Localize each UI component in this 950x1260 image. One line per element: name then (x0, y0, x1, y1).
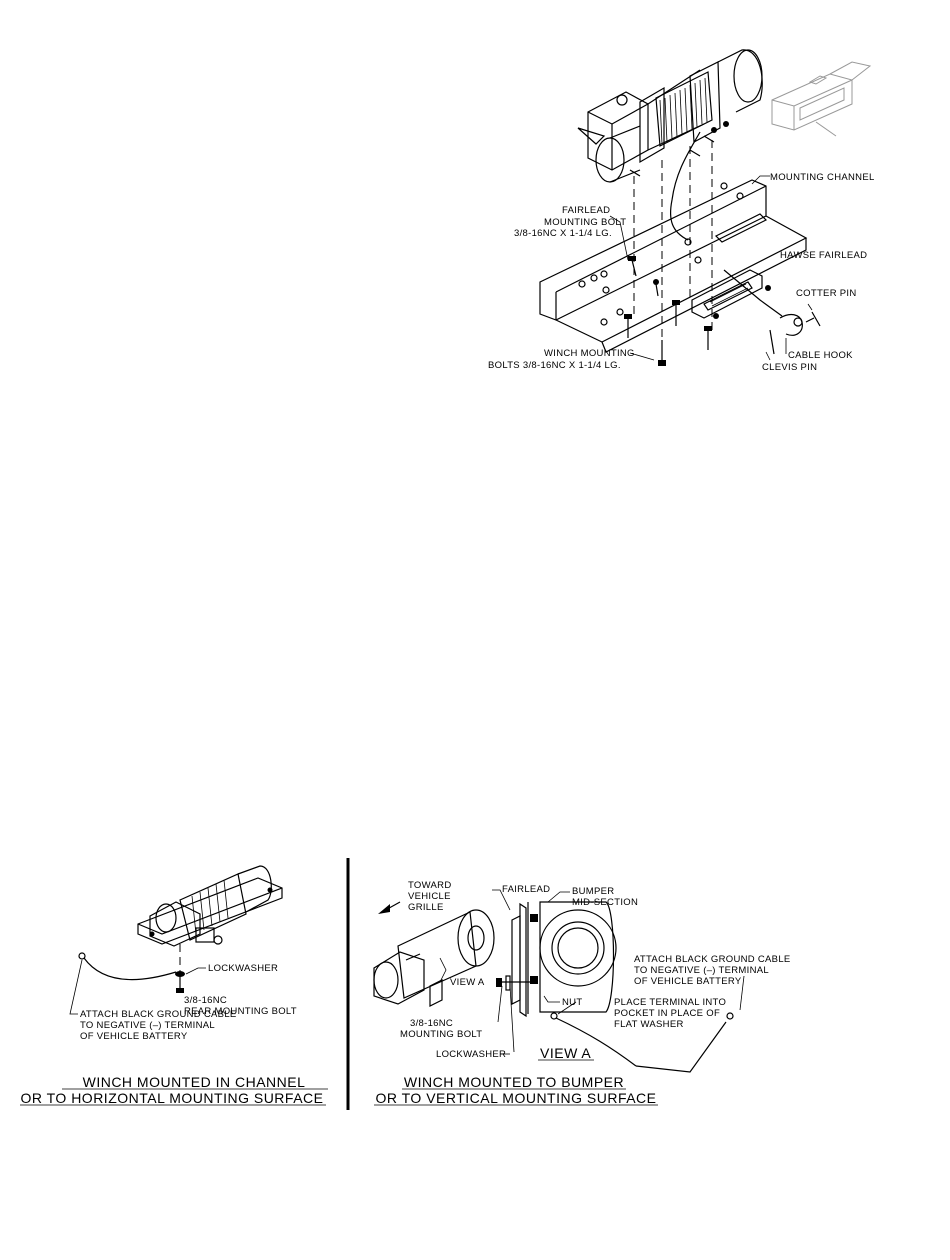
alignment-lines (633, 140, 713, 360)
right-label-place-line3: FLAT WASHER (614, 1019, 684, 1030)
right-caption-line1: WINCH MOUNTED TO BUMPER (404, 1074, 624, 1090)
right-label-attach-line2: TO NEGATIVE (–) TERMINAL (634, 965, 769, 976)
right-label-bolt-line1: 3/8-16NC (410, 1018, 453, 1029)
cable-hook-part (769, 311, 821, 355)
label-fairlead-bolt-line2: MOUNTING BOLT (544, 217, 626, 228)
right-label-attach-line3: OF VEHICLE BATTERY (634, 976, 742, 987)
right-label-view-a-small: VIEW A (450, 977, 485, 988)
left-label-bolt-line1: 3/8-16NC (184, 995, 227, 1006)
right-view-a-title: VIEW A (540, 1045, 591, 1061)
left-label-attach-line2: TO NEGATIVE (–) TERMINAL (80, 1020, 215, 1031)
winch-illustration (577, 49, 763, 183)
label-cable-hook: CABLE HOOK (788, 350, 853, 361)
right-label-nut: NUT (562, 997, 582, 1008)
label-cotter-pin: COTTER PIN (796, 288, 857, 299)
right-label-attach-line1: ATTACH BLACK GROUND CABLE (634, 954, 791, 965)
hawse-fairlead-illustration (771, 61, 872, 137)
left-channel-diagram: LOCKWASHER 3/8-16NC REAR MOUNTING BOLT A… (20, 865, 328, 1106)
right-label-toward-line2: VEHICLE (408, 891, 451, 902)
right-label-place-line2: POCKET IN PLACE OF (614, 1008, 720, 1019)
right-label-place-line1: PLACE TERMINAL INTO (614, 997, 726, 1008)
label-fairlead-bolt-line3: 3/8-16NC X 1-1/4 LG. (514, 228, 612, 239)
right-label-fairlead: FAIRLEAD (502, 884, 550, 895)
label-mounting-channel: MOUNTING CHANNEL (770, 172, 875, 183)
right-label-bolt-line2: MOUNTING BOLT (400, 1029, 482, 1040)
left-label-bolt-line2: REAR MOUNTING BOLT (184, 1006, 297, 1017)
right-label-lockwasher: LOCKWASHER (436, 1049, 506, 1060)
left-caption-line1: WINCH MOUNTED IN CHANNEL (83, 1074, 306, 1090)
top-exploded-diagram: MOUNTING CHANNEL FAIRLEAD MOUNTING BOLT … (488, 49, 875, 373)
label-fairlead-bolt-line1: FAIRLEAD (562, 205, 610, 216)
right-label-toward-line3: GRILLE (408, 902, 444, 913)
right-label-toward-line1: TOWARD (408, 880, 452, 891)
mounting-bolts (624, 256, 712, 366)
mounting-channel (539, 179, 808, 353)
left-caption-line2: OR TO HORIZONTAL MOUNTING SURFACE (20, 1090, 323, 1106)
left-label-attach-line1: ATTACH BLACK GROUND CABLE (80, 1009, 237, 1020)
label-hawse-fairlead: HAWSE FAIRLEAD (780, 250, 867, 261)
left-label-attach-line3: OF VEHICLE BATTERY (80, 1031, 188, 1042)
label-winch-bolts-line1: WINCH MOUNTING (544, 348, 635, 359)
right-caption-line2: OR TO VERTICAL MOUNTING SURFACE (375, 1090, 656, 1106)
label-winch-bolts-line2: BOLTS 3/8-16NC X 1-1/4 LG. (488, 360, 621, 371)
right-label-bumper-line2: MID-SECTION (572, 897, 638, 908)
hawse-fairlead-part (691, 269, 771, 319)
right-label-bumper-line1: BUMPER (572, 886, 614, 897)
drum-cable-wraps (659, 77, 708, 145)
label-clevis-pin: CLEVIS PIN (762, 362, 817, 373)
right-bumper-diagram: TOWARD VEHICLE GRILLE FAIRLEAD BUMPER MI… (373, 880, 791, 1106)
left-label-lockwasher: LOCKWASHER (208, 963, 278, 974)
